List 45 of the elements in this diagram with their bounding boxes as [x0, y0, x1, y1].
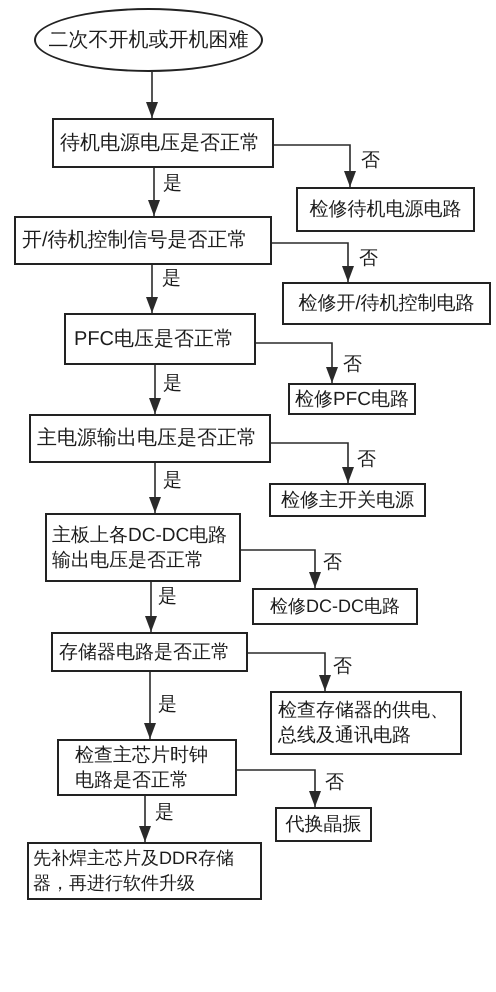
arrow	[144, 672, 156, 739]
action-box: 检修DC-DC电路	[252, 588, 418, 625]
action-box: 检查存储器的供电、总线及通讯电路	[270, 691, 462, 755]
arrow	[149, 365, 161, 414]
arrow	[139, 796, 151, 842]
action-box: 检修待机电源电路	[296, 187, 475, 232]
edge-label: 否	[359, 249, 378, 269]
action-box: 检修PFC电路	[288, 383, 416, 415]
edge-label: 否	[323, 553, 342, 573]
action-box: 检修开/待机控制电路	[282, 282, 491, 325]
arrow	[149, 463, 161, 513]
action-box: 检修主开关电源	[269, 483, 426, 517]
arrow	[271, 442, 354, 483]
arrow	[272, 242, 354, 282]
edge-label: 是	[155, 803, 174, 823]
edge-label: 是	[163, 374, 182, 394]
decision-box: 主板上各DC-DC电路输出电压是否正常	[45, 513, 241, 582]
arrow	[146, 72, 158, 118]
edge-label: 否	[343, 355, 362, 375]
decision-box: 主电源输出电压是否正常	[29, 414, 271, 463]
edge-label: 是	[162, 269, 181, 289]
edge-label: 否	[361, 151, 380, 171]
edge-label: 否	[357, 450, 376, 470]
arrow	[146, 265, 158, 313]
edge-label: 否	[325, 773, 344, 793]
arrow	[274, 144, 356, 187]
start-oval: 二次不开机或开机困难	[34, 8, 263, 72]
decision-box: 待机电源电压是否正常	[52, 118, 274, 168]
edge-label: 是	[163, 471, 182, 491]
arrow	[145, 582, 157, 632]
edge-label: 否	[333, 657, 352, 677]
decision-box: PFC电压是否正常	[64, 313, 256, 365]
decision-box: 存储器电路是否正常	[51, 632, 248, 672]
arrow	[148, 168, 160, 216]
arrow	[256, 342, 338, 383]
arrow	[241, 549, 321, 588]
edge-label: 是	[158, 695, 177, 715]
action-box: 代换晶振	[275, 807, 372, 842]
decision-box: 先补焊主芯片及DDR存储器，再进行软件升级	[27, 842, 262, 900]
edge-label: 是	[158, 587, 177, 607]
decision-box: 开/待机控制信号是否正常	[14, 216, 272, 265]
edge-label: 是	[163, 174, 182, 194]
arrow	[237, 769, 321, 807]
arrow	[248, 652, 331, 691]
decision-box: 检查主芯片时钟电路是否正常	[57, 739, 237, 796]
